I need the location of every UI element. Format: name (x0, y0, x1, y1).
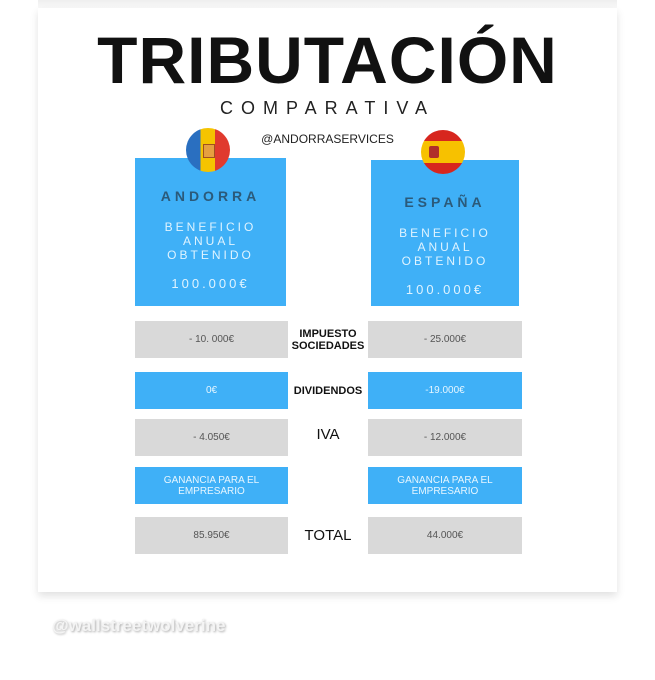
espana-total: 44.000€ (368, 517, 522, 554)
subtitle: COMPARATIVA (219, 98, 435, 118)
andorra-total: 85.950€ (135, 517, 288, 554)
label-iva: IVA (316, 425, 340, 443)
andorra-dividendos: 0€ (135, 372, 288, 409)
card-line: BENEFICIO (399, 226, 491, 240)
card-line: BENEFICIO (164, 220, 257, 234)
country-name: ANDORRA (160, 188, 261, 204)
espana-card: ESPAÑA BENEFICIO ANUAL OBTENIDO 100.000€ (371, 160, 519, 306)
page-title: TRIBUTACIÓN (97, 23, 558, 97)
card-line: OBTENIDO (167, 248, 254, 262)
watermark: @wallstreetwolverine (52, 616, 226, 635)
label-total: TOTAL (304, 527, 352, 544)
card-amount: 100.000€ (171, 276, 250, 291)
label-impuesto: IMPUESTO SOCIEDADES (291, 327, 365, 352)
country-name: ESPAÑA (404, 194, 486, 210)
espana-ganancia: GANANCIA PARA EL EMPRESARIO (368, 467, 522, 504)
andorra-impuesto: - 10. 000€ (135, 321, 288, 358)
andorra-card: ANDORRA BENEFICIO ANUAL OBTENIDO 100.000… (135, 158, 286, 306)
label-dividendos: DIVIDENDOS (293, 384, 363, 397)
espana-impuesto: - 25.000€ (368, 321, 522, 358)
card-line: ANUAL (182, 234, 238, 248)
andorra-flag-icon (186, 128, 230, 172)
handle: @ANDORRASERVICES (261, 132, 394, 146)
spain-flag-icon (421, 130, 465, 174)
card-amount: 100.000€ (405, 282, 485, 297)
andorra-iva: - 4.050€ (135, 419, 288, 456)
card-line: OBTENIDO (401, 254, 489, 268)
card-line: ANUAL (417, 240, 473, 254)
andorra-ganancia: GANANCIA PARA EL EMPRESARIO (135, 467, 288, 504)
espana-dividendos: -19.000€ (368, 372, 522, 409)
espana-iva: - 12.000€ (368, 419, 522, 456)
